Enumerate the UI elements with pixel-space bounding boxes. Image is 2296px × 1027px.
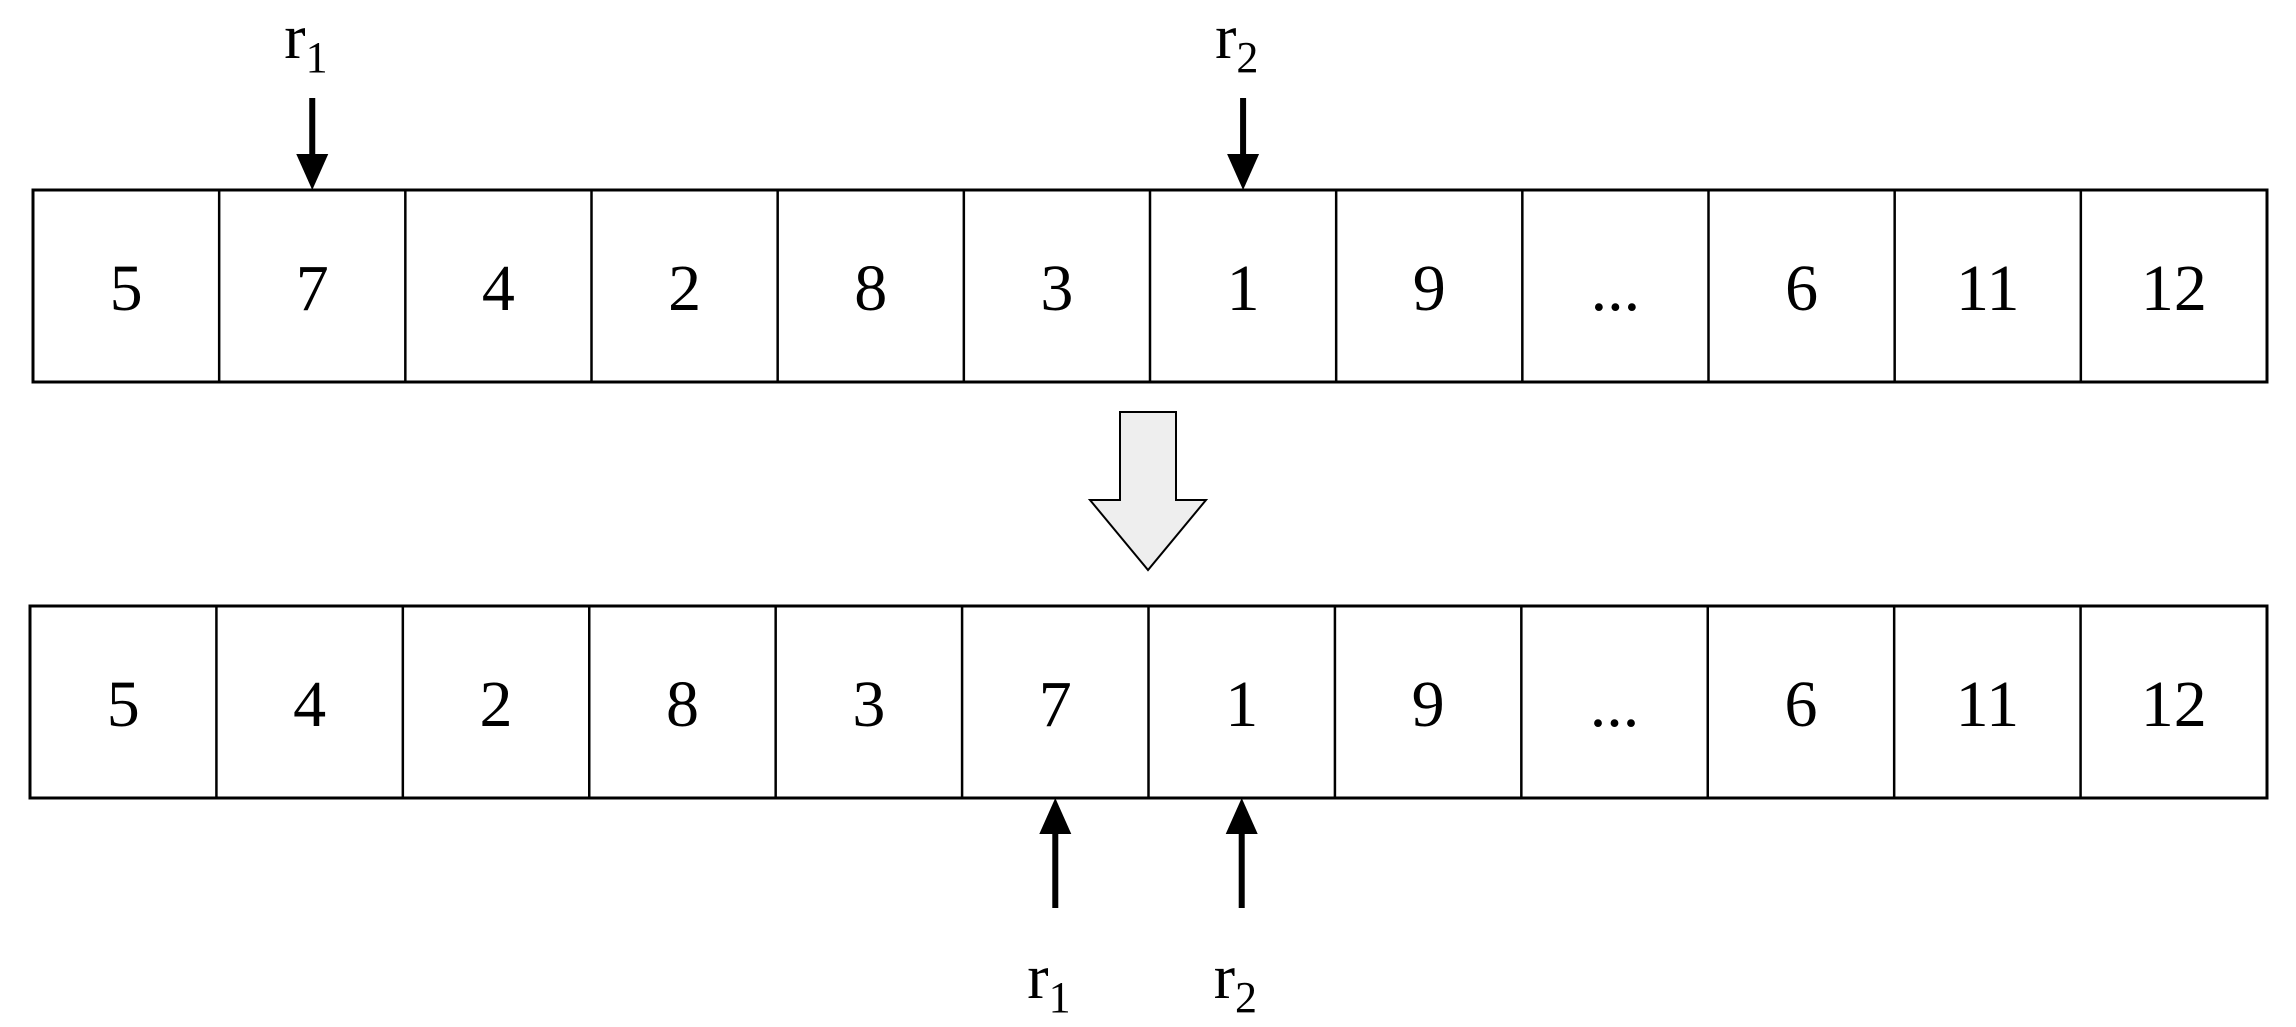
array-cell-value: 12	[2141, 668, 2207, 741]
pointer-arrowhead-icon	[1225, 798, 1258, 834]
transition-arrow-icon	[1087, 411, 1209, 572]
pointer-label-base: r	[284, 1, 305, 72]
pointer-label: r1	[1027, 941, 1070, 1022]
array-cell-value: 8	[854, 252, 887, 325]
array-cell-value: 9	[1412, 668, 1445, 741]
array-cell-value: 6	[1784, 668, 1817, 741]
array-cell-value: 1	[1227, 252, 1260, 325]
array-cell-value: 9	[1413, 252, 1446, 325]
pointer-r1: r1	[1027, 798, 1072, 1022]
array-cell-value: 4	[482, 252, 515, 325]
pointer-label-subscript: 1	[306, 33, 328, 82]
pointer-label: r2	[1214, 941, 1257, 1022]
pointer-arrowhead-icon	[1227, 154, 1260, 190]
array-cell-value: 5	[107, 668, 140, 741]
pointer-r2: r2	[1214, 798, 1258, 1022]
array-cell-value: ...	[1590, 668, 1640, 741]
array-cell-value: 3	[1040, 252, 1073, 325]
array-cell-value: 8	[666, 668, 699, 741]
pointer-label-subscript: 1	[1049, 973, 1071, 1022]
pointer-label-subscript: 2	[1235, 973, 1257, 1022]
pointer-arrowhead-icon	[1039, 798, 1072, 834]
array-cell-value: 12	[2141, 252, 2207, 325]
pointer-arrowhead-icon	[296, 154, 329, 190]
array-cell-value: 2	[480, 668, 513, 741]
pointer-r1: r1	[284, 1, 329, 190]
array-cell-value: 5	[110, 252, 143, 325]
array-cell-value: 1	[1225, 668, 1258, 741]
array-cell-value: ...	[1591, 252, 1641, 325]
pointer-label-base: r	[1027, 941, 1048, 1012]
array-cell-value: 11	[1956, 252, 2020, 325]
array-cell-value: 7	[1039, 668, 1072, 741]
array-cell-value: 4	[293, 668, 326, 741]
array-cell-value: 7	[296, 252, 329, 325]
array-cell-value: 2	[668, 252, 701, 325]
pointer-label-base: r	[1214, 941, 1235, 1012]
pointer-label-subscript: 2	[1236, 33, 1258, 82]
array-cell-value: 6	[1785, 252, 1818, 325]
array-cell-value: 3	[852, 668, 885, 741]
pointer-label: r1	[284, 1, 327, 82]
array-cell-value: 11	[1956, 668, 2020, 741]
pointer-r2: r2	[1215, 1, 1260, 190]
pointer-label-base: r	[1215, 1, 1236, 72]
down-arrow-icon	[1087, 411, 1209, 572]
pointer-label: r2	[1215, 1, 1258, 82]
